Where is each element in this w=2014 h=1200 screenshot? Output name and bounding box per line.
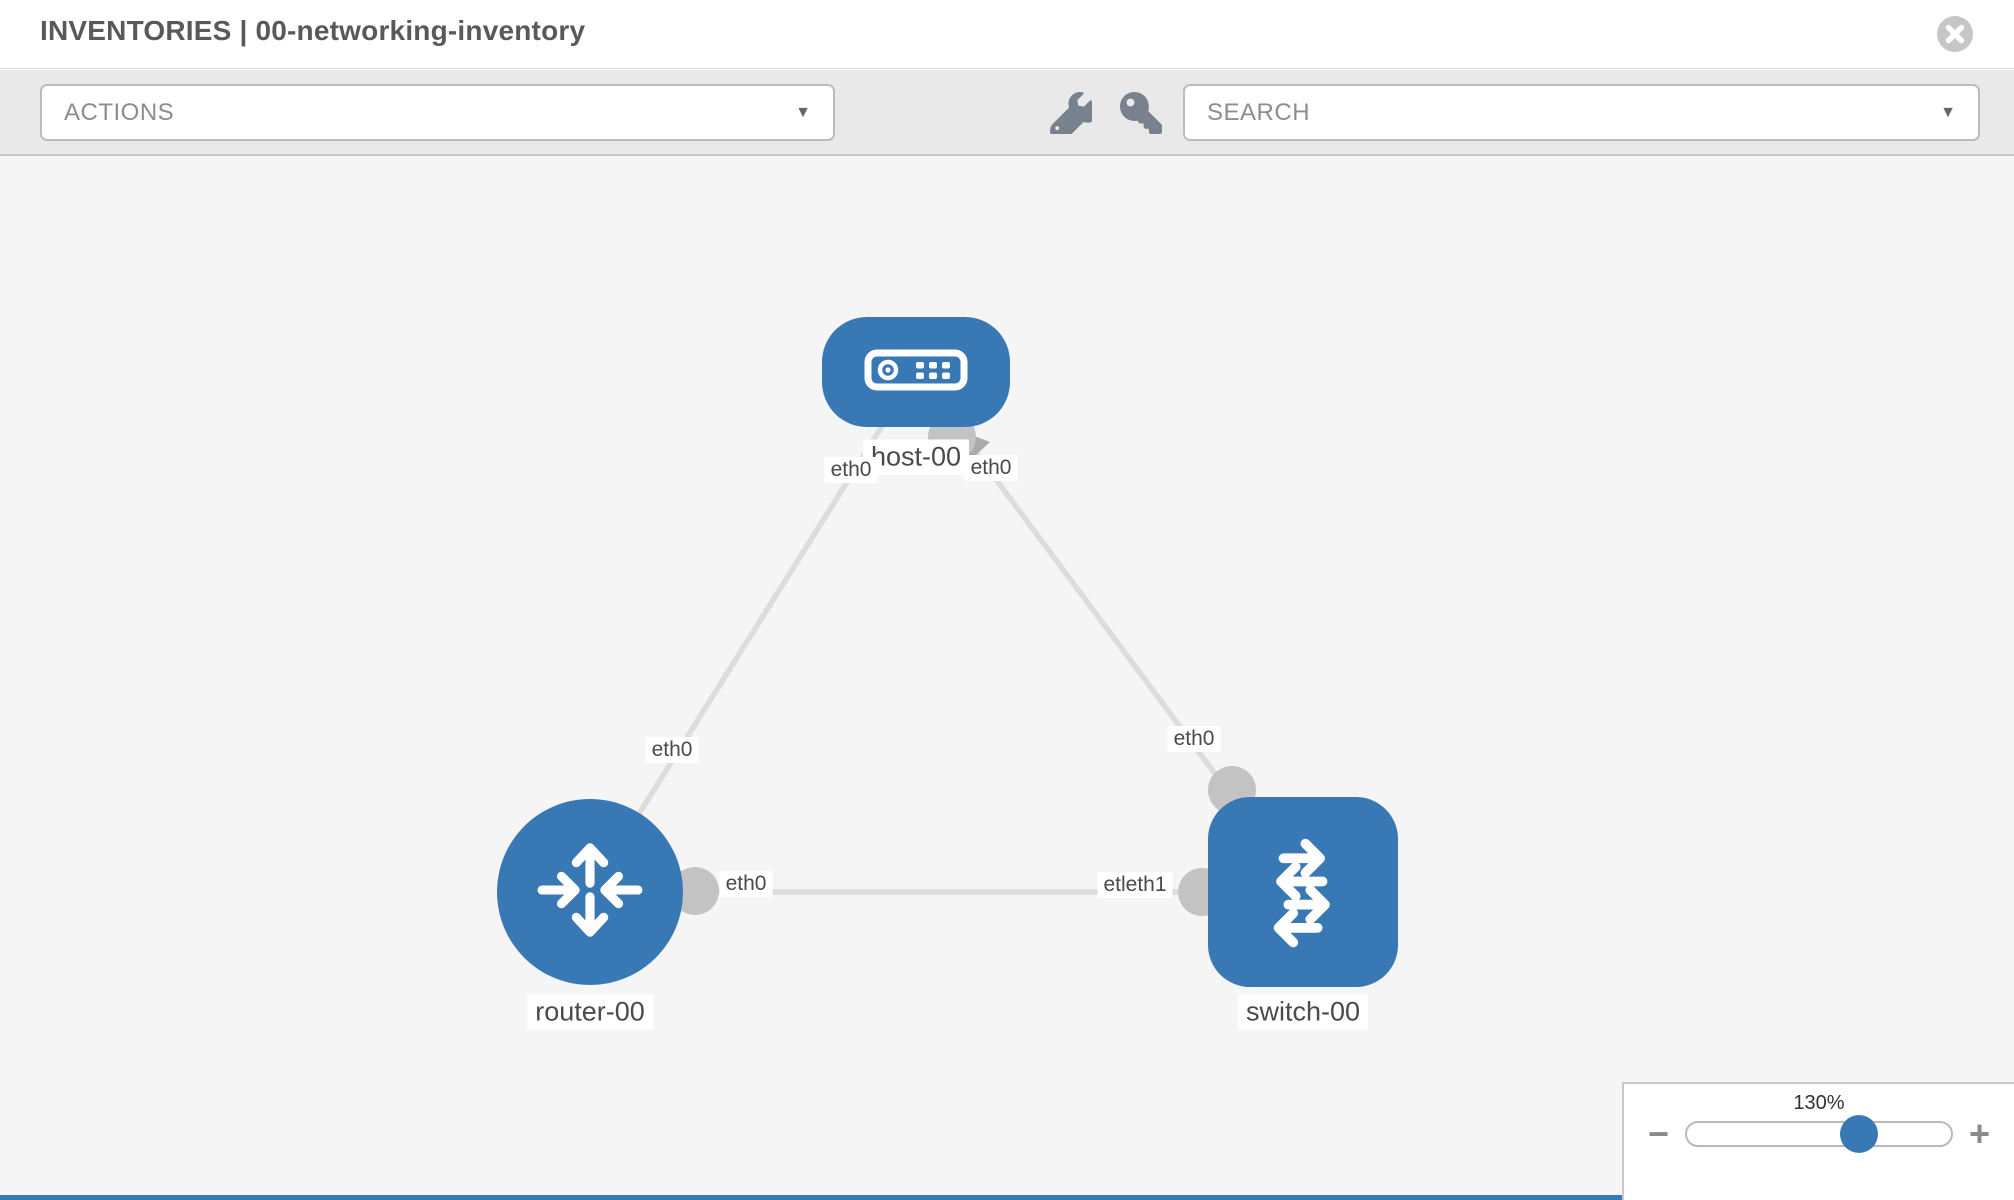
interface-label: eth0 [645, 737, 699, 763]
zoom-panel: 130% − + [1622, 1082, 2014, 1200]
close-icon[interactable] [1936, 15, 1974, 53]
bottom-accent-bar [0, 1195, 1622, 1200]
key-icon[interactable] [1120, 92, 1162, 134]
node-router-00[interactable] [497, 799, 683, 985]
interface-label: eth0 [719, 871, 773, 897]
interface-connector [671, 867, 719, 915]
header: INVENTORIES | 00-networking-inventory [0, 0, 2014, 69]
node-label-host-00: host-00 [862, 439, 970, 475]
zoom-out-button[interactable]: − [1647, 1113, 1670, 1154]
topology-canvas[interactable]: host-00 router-00 switch-00 eth0 eth0 eth0 eth… [0, 156, 2014, 1200]
host-icon [864, 349, 968, 396]
topology-edges [587, 370, 1306, 916]
interface-label: etleth1 [1097, 872, 1173, 898]
interface-label: eth0 [824, 457, 878, 483]
node-host-00[interactable] [822, 317, 1010, 427]
node-switch-00[interactable] [1208, 797, 1398, 987]
page-title: INVENTORIES | 00-networking-inventory [40, 15, 586, 46]
interface-label: eth0 [1167, 726, 1221, 752]
actions-dropdown-label: ACTIONS [64, 98, 175, 126]
zoom-level-value: 130% [1793, 1092, 1845, 1114]
switch-icon [1242, 829, 1364, 956]
zoom-in-button[interactable]: + [1968, 1113, 1991, 1154]
actions-dropdown[interactable]: ACTIONS ▼ [40, 84, 835, 141]
zoom-slider-track[interactable] [1685, 1115, 1953, 1153]
chevron-down-icon: ▼ [795, 103, 811, 121]
zoom-slider-handle[interactable] [1839, 1115, 1878, 1153]
chevron-down-icon: ▼ [1940, 103, 1956, 121]
toolbar: ACTIONS ▼ SEARCH ▼ [0, 70, 2014, 156]
search-dropdown-label: SEARCH [1207, 98, 1311, 126]
router-icon [533, 833, 647, 952]
node-label-switch-00: switch-00 [1237, 994, 1369, 1030]
node-label-router-00: router-00 [527, 994, 653, 1030]
wrench-icon[interactable] [1049, 92, 1100, 142]
interface-label: eth0 [964, 455, 1018, 481]
search-dropdown[interactable]: SEARCH ▼ [1183, 84, 1980, 141]
